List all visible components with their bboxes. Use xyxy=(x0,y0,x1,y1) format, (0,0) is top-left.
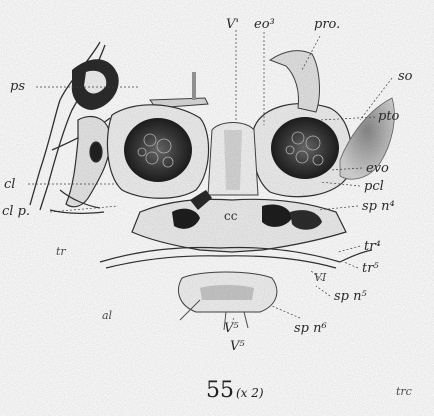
label-v5-lower: V⁵ xyxy=(230,340,245,353)
label-al: al xyxy=(102,310,112,321)
label-so: so xyxy=(398,70,413,83)
label-cl: cl xyxy=(4,178,15,191)
label-v5-upper: V⁵ xyxy=(224,322,239,335)
label-vi: VI xyxy=(314,272,326,283)
label-pro: pro. xyxy=(314,18,340,31)
label-clp: cl p. xyxy=(2,205,30,218)
label-eo3: eo³ xyxy=(254,18,275,31)
figure-number: 55 xyxy=(206,378,234,403)
label-tr4: tr⁴ xyxy=(364,240,381,253)
label-tr-left: tr xyxy=(56,246,66,257)
figure-scale: (x 2) xyxy=(236,386,264,400)
label-spn4: sp n⁴ xyxy=(362,200,395,213)
label-spn5: sp n⁵ xyxy=(334,290,367,303)
label-pto: pto xyxy=(378,110,399,123)
figure-caption: 55(x 2) xyxy=(206,380,264,402)
label-evo: evo xyxy=(366,162,389,175)
label-spn6: sp n⁶ xyxy=(294,322,327,335)
label-v-prime: V' xyxy=(226,18,239,31)
label-trc: trc xyxy=(396,386,412,397)
label-ps: ps xyxy=(10,80,25,93)
label-pcl: pcl xyxy=(364,180,384,193)
label-tr5: tr⁵ xyxy=(362,262,379,275)
